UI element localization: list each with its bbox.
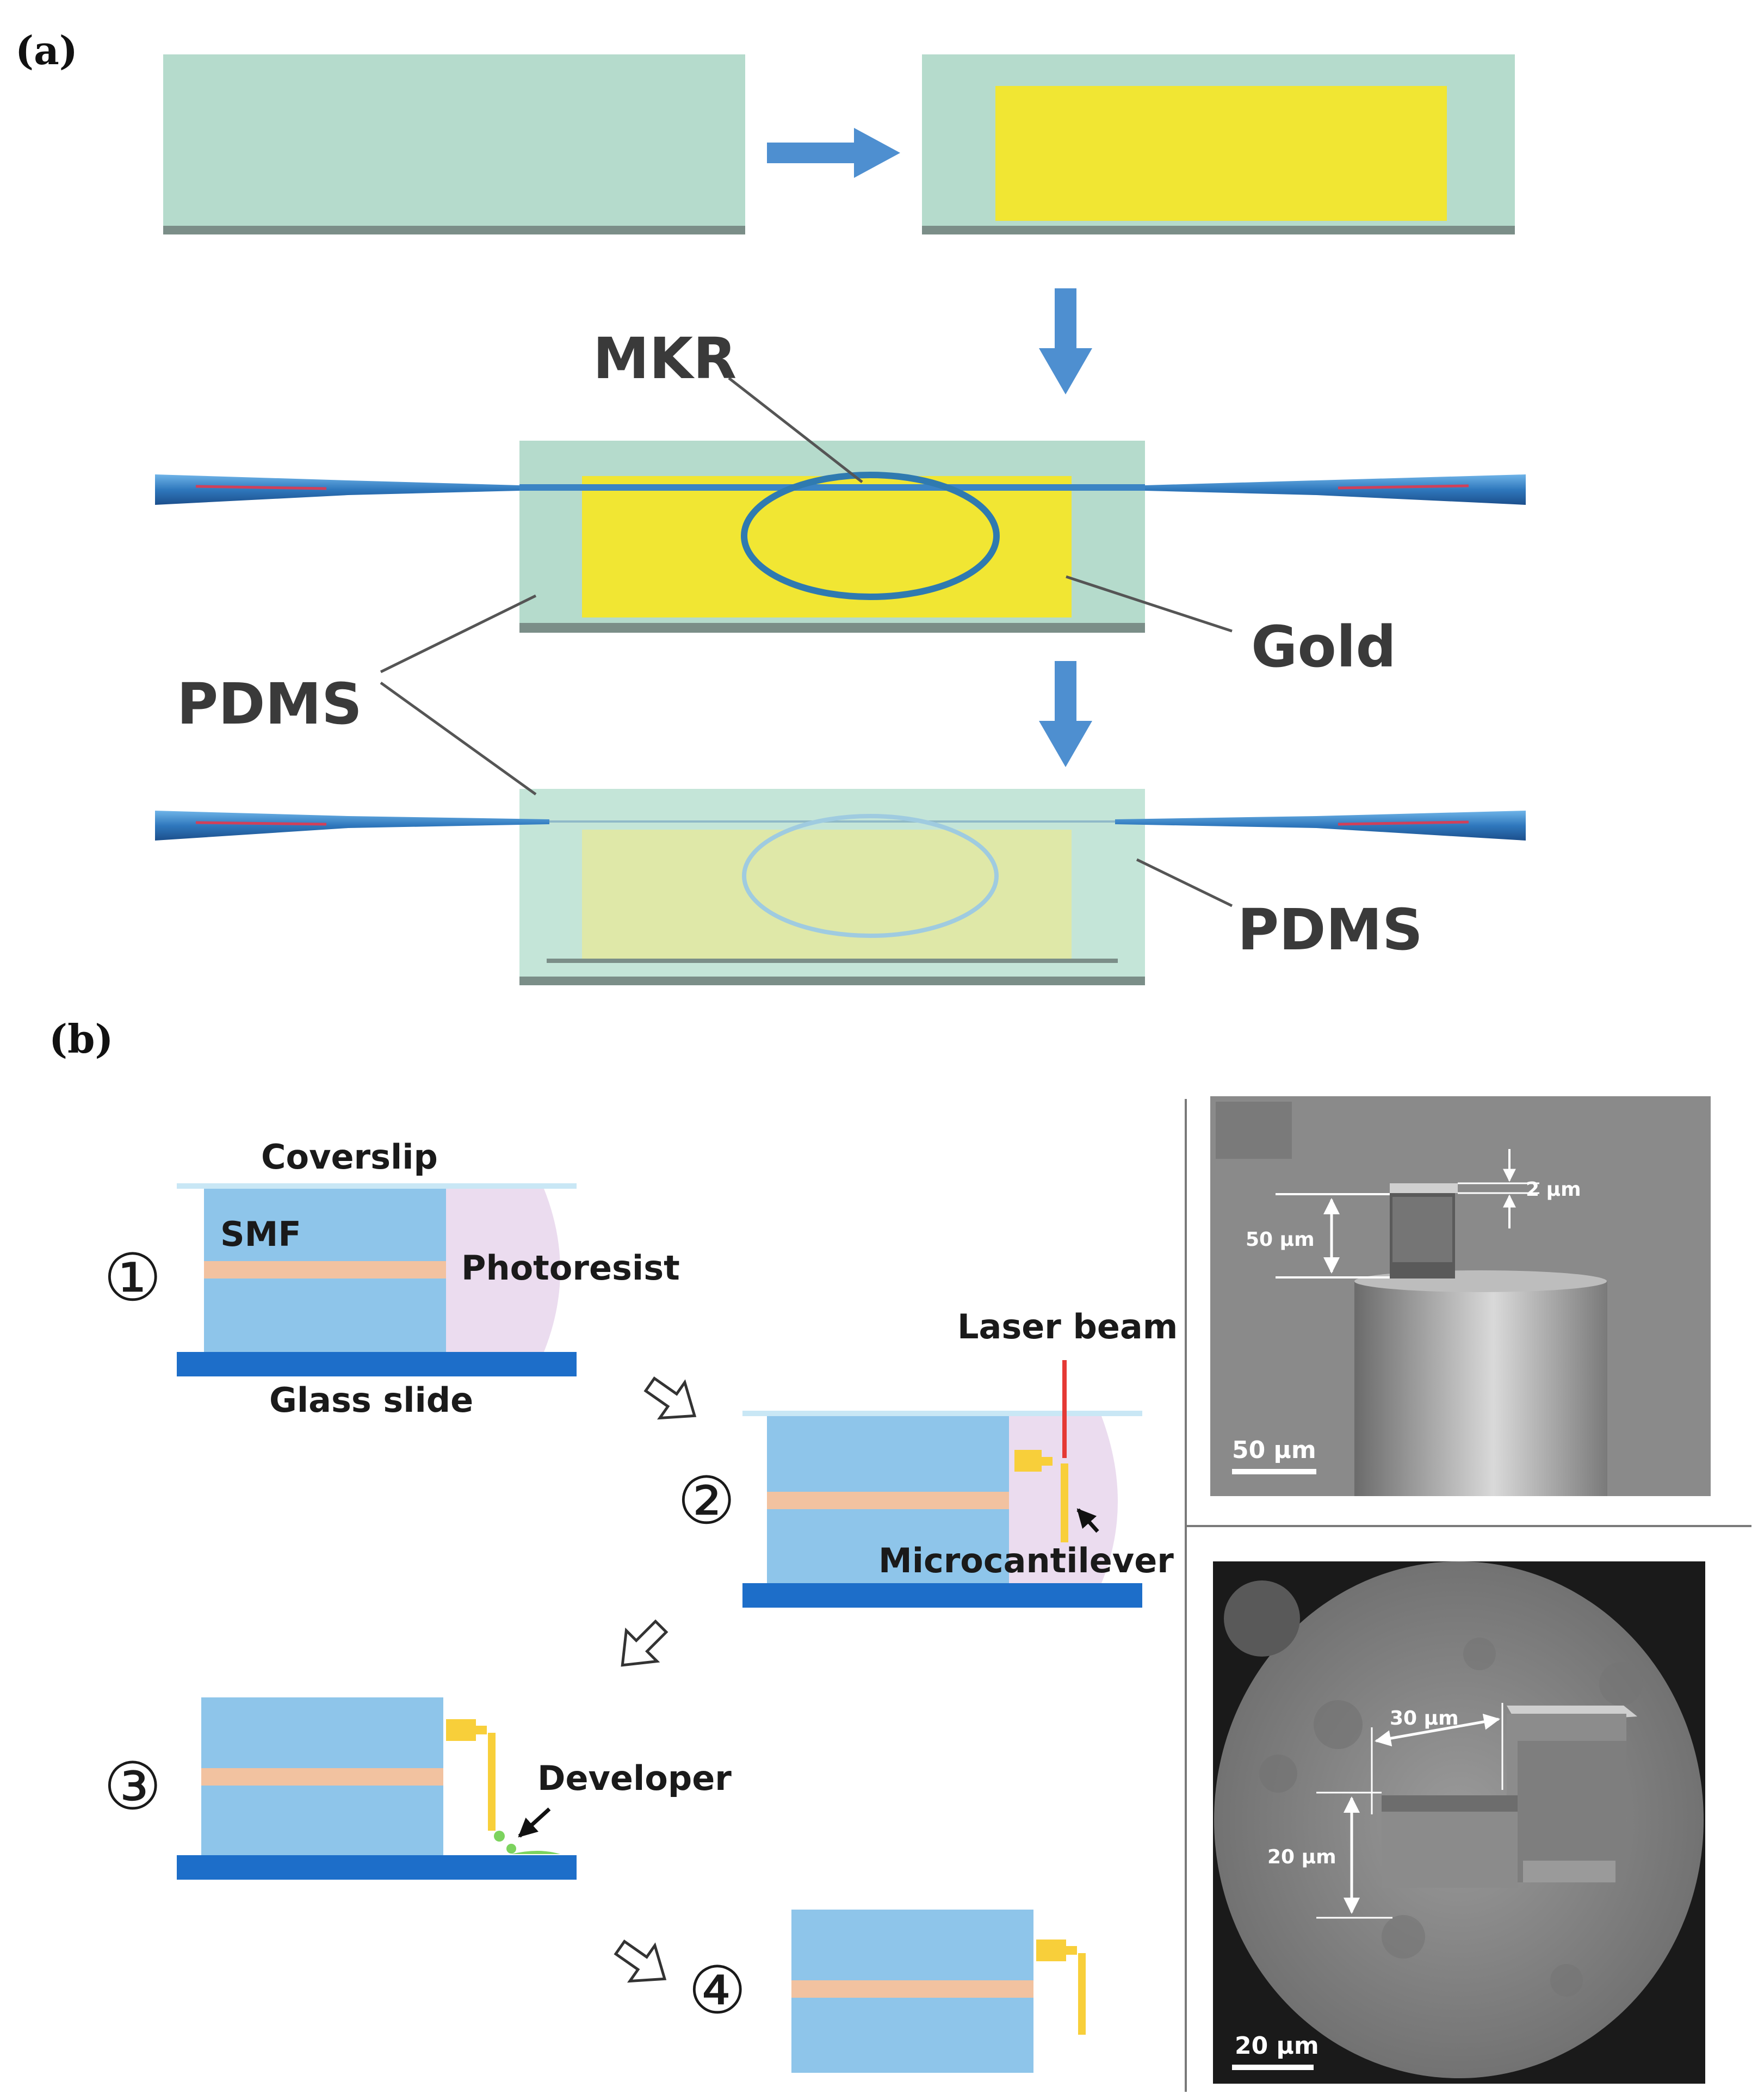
hollow-arrow-2	[621, 1619, 668, 1667]
label-laser-beam: Laser beam	[957, 1307, 1178, 1347]
label-pdms-right: PDMS	[1237, 897, 1423, 963]
step3-number: ③	[103, 1749, 162, 1825]
label-gold: Gold	[1251, 614, 1396, 680]
label-pdms-left: PDMS	[177, 671, 362, 737]
step1-number: ①	[103, 1240, 162, 1316]
label-glass-slide: Glass slide	[269, 1380, 473, 1420]
sem-top-dim-thickness: 2 μm	[1526, 1178, 1581, 1201]
flow-arrow-down-2	[1039, 661, 1092, 767]
flow-arrow-down-1	[1039, 288, 1092, 394]
label-microcantilever: Microcantilever	[878, 1541, 1174, 1580]
hollow-arrow-1	[643, 1376, 697, 1420]
step4-diagram	[791, 1910, 1086, 2073]
step4-number: ④	[688, 1953, 747, 2029]
sem-bottom-dim-width: 20 μm	[1267, 1846, 1336, 1868]
sem-bottom-scale-bar: 20 μm	[1235, 2032, 1319, 2060]
label-developer: Developer	[537, 1758, 732, 1798]
sem-image-top	[1210, 1096, 1711, 1496]
sem-image-bottom	[1213, 1561, 1705, 2084]
step2-number: ②	[677, 1463, 736, 1539]
substrate-gold	[922, 54, 1515, 234]
panel-b-tag: (b)	[49, 1016, 113, 1062]
substrate-plain	[163, 54, 745, 234]
mkr-on-gold	[155, 377, 1526, 633]
label-mkr: MKR	[593, 325, 736, 392]
sem-bottom-dim-length: 30 μm	[1390, 1707, 1459, 1730]
panel-a-tag: (a)	[15, 27, 78, 73]
mkr-encapsulated	[155, 594, 1526, 985]
step3-diagram	[177, 1697, 577, 1880]
hollow-arrow-3	[614, 1940, 667, 1983]
flow-arrow-right	[767, 128, 900, 178]
sem-top-scale-bar: 50 μm	[1232, 1436, 1316, 1464]
label-photoresist: Photoresist	[461, 1248, 680, 1288]
label-coverslip: Coverslip	[261, 1137, 438, 1177]
step2-diagram	[742, 1360, 1142, 1608]
step1-diagram	[177, 1183, 577, 1376]
sem-top-dim-height: 50 μm	[1246, 1228, 1315, 1251]
label-smf: SMF	[220, 1214, 301, 1254]
